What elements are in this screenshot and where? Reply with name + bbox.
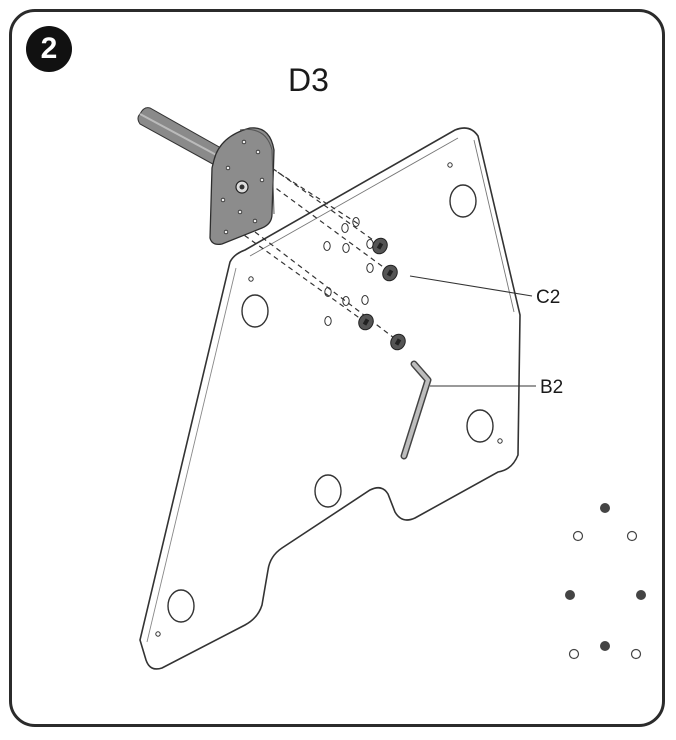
hex-key-b2 <box>400 360 432 460</box>
plate-hole <box>167 589 195 623</box>
callout-leader-c2 <box>409 275 533 297</box>
screw <box>390 333 406 351</box>
screws-c2 <box>358 237 406 351</box>
hole-pattern-legend <box>565 503 646 660</box>
screw <box>382 264 398 282</box>
step-number-badge: 2 <box>26 26 72 72</box>
empty-hole-marker <box>568 648 580 660</box>
plate-hole <box>241 294 269 328</box>
empty-hole-marker <box>630 648 642 660</box>
plate-hole <box>314 474 342 508</box>
plate-hole <box>466 409 494 443</box>
empty-hole-marker <box>626 530 638 542</box>
filled-hole-marker <box>600 503 610 513</box>
mounting-plate <box>139 127 521 670</box>
shaft-bracket-d3 <box>137 107 275 246</box>
part-title: D3 <box>288 62 329 98</box>
callout-label-b2: B2 <box>540 377 564 398</box>
filled-hole-marker <box>565 590 575 600</box>
screw <box>372 237 388 255</box>
filled-hole-marker <box>600 641 610 651</box>
screw <box>358 313 374 331</box>
empty-hole-marker <box>572 530 584 542</box>
alignment-lines <box>229 147 399 342</box>
filled-hole-marker <box>636 590 646 600</box>
callout-label-c2: C2 <box>536 287 561 308</box>
plate-hole <box>449 184 477 218</box>
